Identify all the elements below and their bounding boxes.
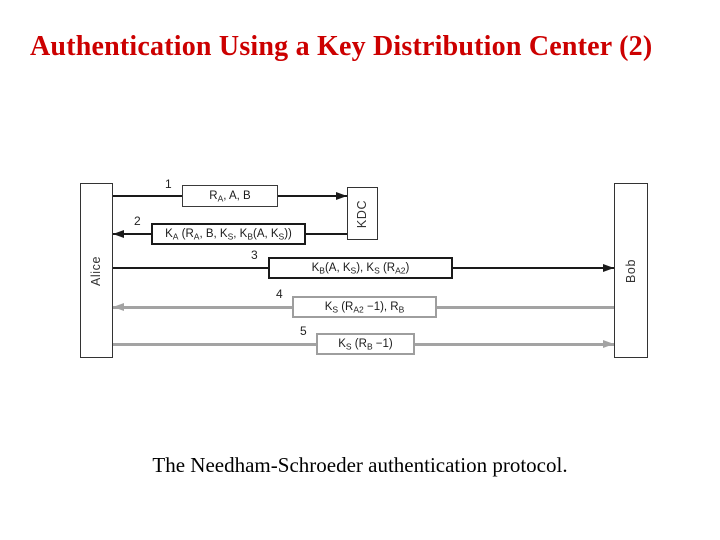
message-2-number: 2 bbox=[134, 214, 141, 228]
message-1-box: RA, A, B bbox=[182, 185, 278, 207]
message-3-number: 3 bbox=[251, 248, 258, 262]
message-3-text: KB(A, KS), KS (RA2) bbox=[311, 261, 410, 275]
message-1-text: RA, A, B bbox=[209, 189, 251, 203]
figure-caption: The Needham-Schroeder authentication pro… bbox=[152, 453, 568, 477]
actor-kdc-box: KDC bbox=[347, 187, 378, 240]
message-5-text: KS (RB −1) bbox=[338, 337, 393, 351]
arrowhead-right-icon bbox=[336, 192, 347, 200]
message-2-box: KA (RA, B, KS, KB(A, KS)) bbox=[151, 223, 306, 245]
message-3-box: KB(A, KS), KS (RA2) bbox=[268, 257, 453, 279]
arrowhead-left-icon bbox=[113, 303, 124, 311]
actor-kdc-label: KDC bbox=[355, 199, 370, 228]
arrowhead-left-icon bbox=[113, 230, 124, 238]
message-2-text: KA (RA, B, KS, KB(A, KS)) bbox=[165, 227, 292, 241]
arrowhead-right-icon bbox=[603, 264, 614, 272]
actor-alice-bar: Alice bbox=[80, 183, 113, 358]
message-1-number: 1 bbox=[165, 177, 172, 191]
message-5-box: KS (RB −1) bbox=[316, 333, 415, 355]
message-4-text: KS (RA2 −1), RB bbox=[324, 300, 405, 314]
message-4-box: KS (RA2 −1), RB bbox=[292, 296, 437, 318]
page-title: Authentication Using a Key Distribution … bbox=[30, 31, 653, 62]
actor-bob-label: Bob bbox=[623, 258, 638, 283]
message-4-number: 4 bbox=[276, 287, 283, 301]
actor-alice-label: Alice bbox=[89, 255, 104, 286]
message-5-number: 5 bbox=[300, 324, 307, 338]
actor-bob-bar: Bob bbox=[614, 183, 648, 358]
arrowhead-right-icon bbox=[603, 340, 614, 348]
